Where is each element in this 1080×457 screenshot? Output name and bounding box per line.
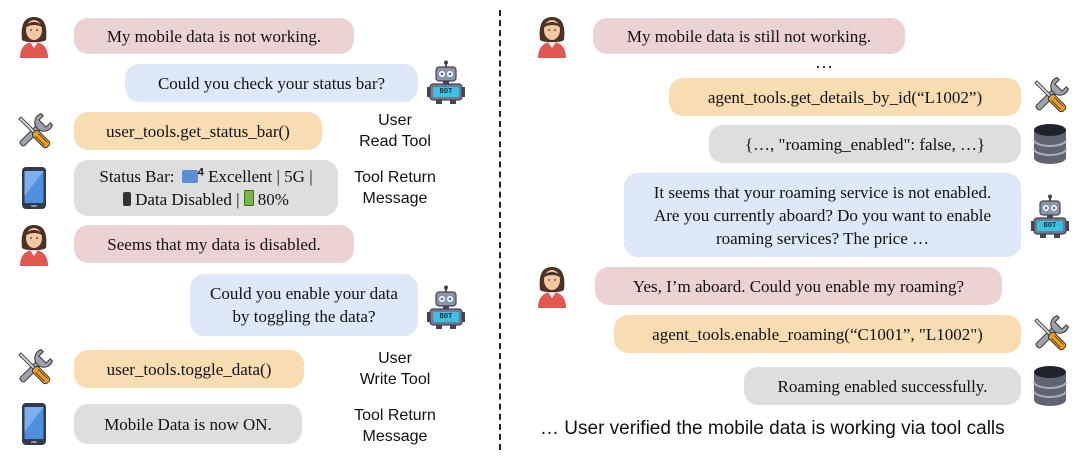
bot-icon: BOT (424, 285, 468, 329)
tool-return-message: Roaming enabled successfully. (744, 367, 1021, 405)
tool-call-message: user_tools.toggle_data() (74, 350, 304, 388)
wrench-screwdriver-icon (1028, 74, 1072, 118)
smartphone-icon (12, 166, 56, 210)
signal-icon (181, 170, 198, 183)
tool-call-message: agent_tools.get_details_by_id(“L1002”) (669, 78, 1021, 116)
user-message: My mobile data is still not working. (593, 18, 905, 54)
tool-call-message: user_tools.get_status_bar() (74, 112, 322, 150)
user-message: My mobile data is not working. (74, 18, 354, 54)
user-message: Seems that my data is disabled. (74, 225, 354, 263)
user-message: Yes, I’m aboard. Could you enable my roa… (595, 267, 1002, 305)
ellipsis: … (815, 52, 833, 72)
wrench-screwdriver-icon (12, 110, 56, 154)
bot-icon: BOT (424, 60, 468, 104)
tool-return-message: Mobile Data is now ON. (74, 404, 302, 444)
smartphone-icon (12, 402, 56, 446)
database-icon (1028, 364, 1072, 408)
wrench-screwdriver-icon (1028, 312, 1072, 356)
database-icon (1028, 122, 1072, 166)
footer-caption: … User verified the mobile data is worki… (540, 418, 1005, 439)
user-avatar-icon (530, 14, 574, 58)
tool-return-message: {…, "roaming_enabled": false, …} (709, 125, 1021, 163)
user-avatar-icon (12, 222, 56, 266)
wrench-screwdriver-icon (12, 346, 56, 390)
tool-return-message: Status Bar: 4 Excellent | 5G | Data Disa… (74, 160, 338, 216)
phone-small-icon (123, 192, 132, 206)
user-avatar-icon (12, 14, 56, 58)
agent-message: It seems that your roaming service is no… (624, 173, 1021, 257)
battery-icon (243, 190, 254, 206)
user-avatar-icon (530, 264, 574, 308)
bot-icon: BOT (1028, 194, 1072, 238)
panel-divider (499, 10, 501, 450)
tool-call-message: agent_tools.enable_roaming(“C1001”, "L10… (614, 315, 1021, 353)
agent-message: Could you check your status bar? (125, 64, 418, 102)
